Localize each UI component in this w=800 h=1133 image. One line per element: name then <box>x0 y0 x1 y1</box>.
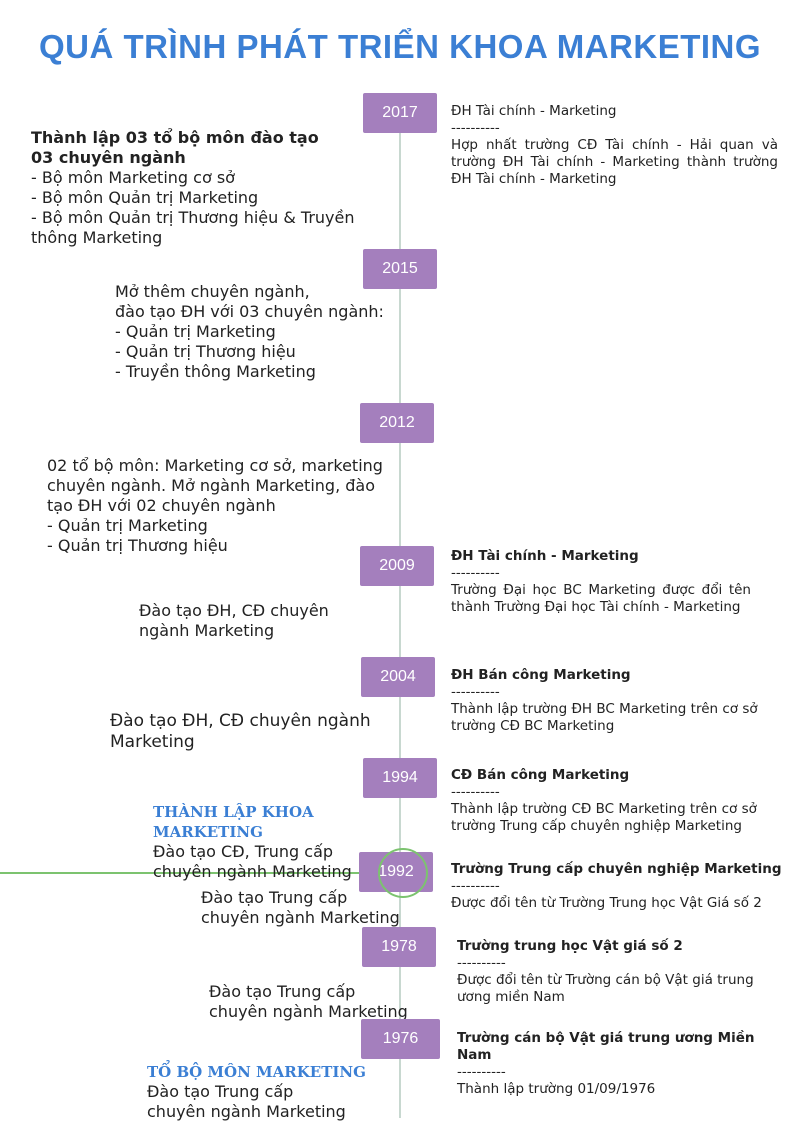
milestone-heading: THÀNH LẬP KHOA MARKETING <box>153 803 314 841</box>
event-2012-description: 02 tổ bộ môn: Marketing cơ sở, marketing… <box>47 456 392 556</box>
year-box-2017: 2017 <box>363 93 437 133</box>
event-1978-detail: Trường trung học Vật giá số 2 ----------… <box>457 938 777 1006</box>
line: 03 chuyên ngành <box>31 148 186 167</box>
detail-text: Thành lập trường ĐH BC Marketing trên cơ… <box>451 701 758 734</box>
line: đào tạo ĐH với 03 chuyên ngành: <box>115 302 384 321</box>
event-1976-description: TỔ BỘ MÔN MARKETING Đào tạo Trung cấp ch… <box>147 1062 387 1122</box>
line: Đào tạo CĐ, Trung cấp <box>153 842 334 861</box>
event-2015-description: Mở thêm chuyên ngành, đào tạo ĐH với 03 … <box>115 282 395 382</box>
line: chuyên ngành Marketing <box>147 1102 346 1121</box>
highlight-circle <box>378 848 428 898</box>
line: - Quản trị Marketing <box>47 516 208 535</box>
detail-text: Trường Đại học BC Marketing được đổi tên… <box>451 582 751 615</box>
year-box-2004: 2004 <box>361 657 435 697</box>
line: Đào tạo Trung cấp <box>147 1082 294 1101</box>
separator: ---------- <box>451 565 500 581</box>
year-box-2009: 2009 <box>360 546 434 586</box>
line: - Bộ môn Quản trị Thương hiệu & Truyền t… <box>31 208 355 247</box>
line: - Bộ môn Quản trị Marketing <box>31 188 259 207</box>
line: - Quản trị Thương hiệu <box>115 342 296 361</box>
event-1976-detail: Trường cán bộ Vật giá trung ương Miền Na… <box>457 1030 777 1098</box>
detail-text: Thành lập trường CĐ BC Marketing trên cơ… <box>451 801 757 834</box>
institution-name: Trường trung học Vật giá số 2 <box>457 938 683 954</box>
line: - Quản trị Thương hiệu <box>47 536 228 555</box>
highlight-line <box>0 872 370 874</box>
event-1992-description: Đào tạo Trung cấp chuyên ngành Marketing <box>201 888 401 928</box>
detail-text: Hợp nhất trường CĐ Tài chính - Hải quan … <box>451 137 778 187</box>
line: Thành lập 03 tổ bộ môn đào tạo <box>31 128 319 147</box>
line: - Truyền thông Marketing <box>115 362 316 381</box>
line: chuyên ngành Marketing <box>153 862 352 881</box>
year-box-1978: 1978 <box>362 927 436 967</box>
institution-name: ĐH Tài chính - Marketing <box>451 103 617 119</box>
detail-text: Được đổi tên từ Trường cán bộ Vật giá tr… <box>457 972 754 1005</box>
event-1992-detail: Trường Trung cấp chuyên nghiệp Marketing… <box>451 861 791 912</box>
timeline-axis <box>399 133 401 1118</box>
event-1978-description: Đào tạo Trung cấp chuyên ngành Marketing <box>209 982 409 1022</box>
year-box-1976: 1976 <box>361 1019 440 1059</box>
event-1994-detail: CĐ Bán công Marketing ---------- Thành l… <box>451 767 791 835</box>
detail-text: Thành lập trường 01/09/1976 <box>457 1081 656 1097</box>
separator: ---------- <box>451 684 500 700</box>
year-box-2012: 2012 <box>360 403 434 443</box>
line: chuyên ngành Marketing <box>201 908 400 927</box>
institution-name: Trường Trung cấp chuyên nghiệp Marketing <box>451 861 782 877</box>
line: 02 tổ bộ môn: Marketing cơ sở, marketing… <box>47 456 383 515</box>
institution-name: CĐ Bán công Marketing <box>451 767 630 783</box>
institution-name: Trường cán bộ Vật giá trung ương Miền Na… <box>457 1030 755 1063</box>
milestone-heading: TỔ BỘ MÔN MARKETING <box>147 1063 366 1081</box>
event-2009-detail: ĐH Tài chính - Marketing ---------- Trườ… <box>451 548 751 616</box>
line: - Quản trị Marketing <box>115 322 276 341</box>
event-2009-description: Đào tạo ĐH, CĐ chuyên ngành Marketing <box>139 601 329 640</box>
line: - Bộ môn Marketing cơ sở <box>31 168 235 187</box>
event-2017-detail: ĐH Tài chính - Marketing ---------- Hợp … <box>451 103 778 188</box>
separator: ---------- <box>457 1064 506 1080</box>
event-2017-description: Thành lập 03 tổ bộ môn đào tạo 03 chuyên… <box>31 128 391 248</box>
year-box-1994: 1994 <box>363 758 437 798</box>
event-2004-detail: ĐH Bán công Marketing ---------- Thành l… <box>451 667 781 735</box>
line: Đào tạo Trung cấp <box>209 982 356 1001</box>
separator: ---------- <box>451 878 500 894</box>
separator: ---------- <box>451 784 500 800</box>
event-2004-description: Đào tạo ĐH, CĐ chuyên ngành Marketing <box>110 711 371 752</box>
line: Mở thêm chuyên ngành, <box>115 282 310 301</box>
institution-name: ĐH Bán công Marketing <box>451 667 631 683</box>
institution-name: ĐH Tài chính - Marketing <box>451 548 639 564</box>
line: Đào tạo Trung cấp <box>201 888 348 907</box>
separator: ---------- <box>451 120 500 136</box>
line: chuyên ngành Marketing <box>209 1002 408 1021</box>
year-box-2015: 2015 <box>363 249 437 289</box>
detail-text: Được đổi tên từ Trường Trung học Vật Giá… <box>451 895 762 911</box>
event-1994-description: THÀNH LẬP KHOA MARKETING Đào tạo CĐ, Tru… <box>153 802 393 882</box>
page-title: QUÁ TRÌNH PHÁT TRIỂN KHOA MARKETING <box>38 28 762 65</box>
separator: ---------- <box>457 955 506 971</box>
